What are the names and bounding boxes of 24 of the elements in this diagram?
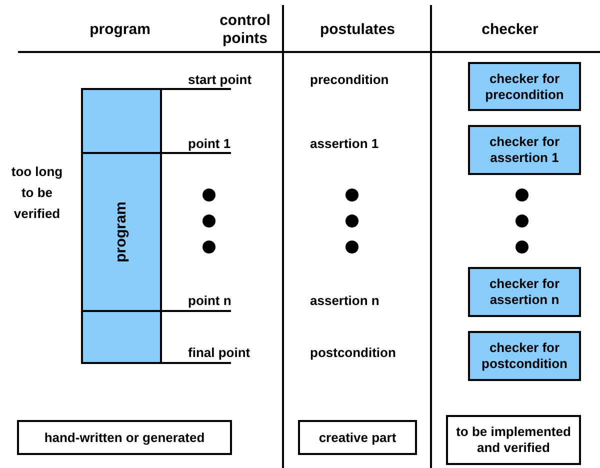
note-box: to be implemented and verified [446, 415, 581, 465]
column-heading: postulates [318, 21, 396, 39]
postulate-label: precondition [310, 72, 389, 88]
program-segment [81, 152, 162, 312]
note-box: creative part [298, 420, 417, 455]
column-heading: program [88, 21, 152, 39]
control-point-label: point n [188, 293, 232, 309]
note-box: hand-written or generated [17, 420, 232, 455]
control-point-label: final point [188, 345, 250, 361]
checker-box: checker for assertion 1 [468, 125, 581, 175]
postulate-label: assertion 1 [310, 136, 379, 152]
program-segment [81, 88, 162, 154]
checker-box: checker for assertion n [468, 267, 581, 317]
column-heading: control points [218, 12, 272, 48]
postulate-label: assertion n [310, 293, 380, 309]
side-note: too long to be verified [10, 163, 64, 223]
program-segment [81, 310, 162, 364]
control-point-label: point 1 [188, 136, 231, 152]
checker-box: checker for postcondition [468, 331, 581, 381]
vertical-label: program [114, 202, 130, 262]
postulate-label: postcondition [310, 345, 396, 361]
checker-box: checker for precondition [468, 62, 581, 111]
column-heading: checker [480, 21, 540, 39]
control-point-label: start point [188, 72, 252, 88]
